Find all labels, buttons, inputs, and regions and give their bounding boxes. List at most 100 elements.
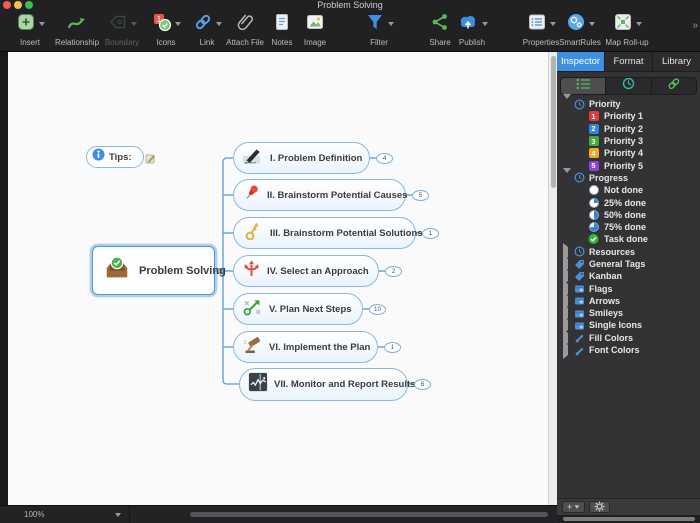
toolbar-relationship-button[interactable]: Relationship bbox=[42, 13, 112, 47]
toolbar-map-rollup-button[interactable]: Map Roll-up bbox=[592, 13, 662, 47]
disclosure-triangle-icon[interactable] bbox=[563, 94, 571, 110]
subtopic-monitor-report[interactable]: VII. Monitor and Report Results bbox=[239, 368, 415, 401]
task-done-icon bbox=[588, 233, 599, 245]
titlebar-toolbar: Problem Solving Insert Relationship Boun… bbox=[0, 0, 700, 52]
chevron-down-icon bbox=[574, 505, 580, 509]
segment-task-info[interactable] bbox=[606, 78, 652, 94]
note-pencil-icon[interactable] bbox=[145, 151, 156, 169]
tag-icon bbox=[574, 271, 585, 282]
disclosure-triangle-icon[interactable] bbox=[563, 341, 568, 360]
library-item-priority-5[interactable]: 5 Priority 5 bbox=[557, 159, 700, 171]
toolbar-link-button[interactable]: Link bbox=[172, 13, 242, 47]
paintbrush-icon bbox=[574, 345, 585, 356]
rollup-count-badge[interactable]: 10 bbox=[369, 303, 386, 315]
chevron-down-icon bbox=[635, 22, 642, 26]
box-icon bbox=[574, 320, 585, 331]
toolbar-share-button[interactable]: Share bbox=[405, 13, 475, 47]
topic-label: VI. Implement the Plan bbox=[269, 341, 371, 353]
panel-footer: + bbox=[557, 498, 700, 515]
topic-label: II. Brainstorm Potential Causes bbox=[267, 189, 408, 201]
central-topic[interactable]: Problem Solving bbox=[92, 246, 226, 295]
panel-horizontal-scrollbar[interactable] bbox=[557, 515, 700, 523]
tree-group-progress[interactable]: Progress bbox=[557, 167, 700, 184]
tree-group-kanban[interactable]: Kanban bbox=[557, 267, 700, 286]
close-button[interactable] bbox=[3, 1, 11, 9]
toolbar-image-button[interactable]: Image bbox=[280, 13, 350, 47]
floating-topic-tips[interactable]: Tips: bbox=[86, 146, 144, 168]
tree-group-font-colors[interactable]: Font Colors bbox=[557, 341, 700, 360]
toolbar-smartrules-button[interactable]: SmartRules bbox=[545, 13, 615, 47]
canvas-horizontal-scrollbar-thumb[interactable] bbox=[190, 512, 548, 517]
tag-icon bbox=[574, 259, 585, 270]
tree-group-fill-colors[interactable]: Fill Colors bbox=[557, 328, 700, 347]
map-canvas[interactable]: Tips: Problem Solving I. Problem Definit… bbox=[8, 52, 548, 505]
disclosure-triangle-icon[interactable] bbox=[563, 167, 571, 183]
library-item-priority-2[interactable]: 2 Priority 2 bbox=[557, 123, 700, 135]
rollup-count-badge[interactable]: 5 bbox=[412, 189, 429, 201]
clock-icon bbox=[574, 99, 585, 110]
tab-inspector[interactable]: Inspector bbox=[557, 52, 605, 71]
toolbar-attach-file-button[interactable]: Attach File bbox=[210, 13, 280, 47]
library-item-priority-4[interactable]: 4 Priority 4 bbox=[557, 147, 700, 159]
tab-format[interactable]: Format bbox=[605, 52, 653, 71]
canvas-vertical-scrollbar[interactable] bbox=[548, 52, 557, 505]
subtopic-implement-plan[interactable]: VI. Implement the Plan bbox=[233, 331, 378, 363]
clock-icon bbox=[574, 172, 585, 183]
library-item-25-done[interactable]: 25% done bbox=[557, 196, 700, 208]
zoom-window-button[interactable] bbox=[25, 1, 33, 9]
tree-group-resources[interactable]: Resources bbox=[557, 242, 700, 261]
tree-group-priority[interactable]: Priority bbox=[557, 94, 700, 110]
scrollbar-thumb[interactable] bbox=[550, 56, 556, 188]
chevron-down-icon bbox=[115, 512, 121, 517]
growth-arrow-icon bbox=[242, 298, 263, 321]
relationship-icon bbox=[66, 12, 88, 37]
rollup-count-badge[interactable]: 4 bbox=[376, 152, 393, 164]
segment-markers[interactable] bbox=[561, 78, 607, 94]
toolbar-icons-button[interactable]: 1 Icons bbox=[131, 13, 201, 47]
tree-group-general-tags[interactable]: General Tags bbox=[557, 255, 700, 273]
toolbar-filter-button[interactable]: Filter bbox=[344, 13, 414, 47]
toolbar-notes-button[interactable]: Notes bbox=[247, 13, 317, 47]
toolbar-properties-button[interactable]: Properties bbox=[506, 13, 576, 47]
zoom-level-dropdown[interactable]: 100% bbox=[0, 506, 130, 523]
subtopic-select-approach[interactable]: IV. Select an Approach bbox=[233, 255, 379, 287]
chevron-down-icon bbox=[387, 22, 394, 26]
scrollbar-thumb[interactable] bbox=[563, 516, 695, 521]
library-item-not-done[interactable]: Not done bbox=[557, 184, 700, 196]
library-item-priority-1[interactable]: 1 Priority 1 bbox=[557, 110, 700, 122]
subtopic-brainstorm-solutions[interactable]: III. Brainstorm Potential Solutions bbox=[233, 217, 423, 249]
priority-2-icon: 2 bbox=[588, 123, 599, 134]
monitor-chart-icon bbox=[248, 372, 268, 397]
key-icon bbox=[242, 222, 264, 245]
subtopic-plan-next-steps[interactable]: V. Plan Next Steps bbox=[233, 293, 363, 325]
box-icon bbox=[574, 295, 585, 306]
library-item-priority-3[interactable]: 3 Priority 3 bbox=[557, 135, 700, 147]
tree-group-smileys[interactable]: Smileys bbox=[557, 304, 700, 323]
subtopic-brainstorm-causes[interactable]: II. Brainstorm Potential Causes bbox=[233, 179, 408, 211]
rollup-count-badge[interactable]: 1 bbox=[384, 341, 401, 353]
progress-0-icon bbox=[588, 185, 599, 196]
tree-group-arrows[interactable]: Arrows bbox=[557, 291, 700, 310]
subtopic-problem-definition[interactable]: I. Problem Definition bbox=[233, 142, 370, 174]
library-item-75-done[interactable]: 75% done bbox=[557, 221, 700, 233]
tree-group-single-icons[interactable]: Single Icons bbox=[557, 316, 700, 335]
add-icon-set-button[interactable]: + bbox=[562, 501, 586, 513]
settings-button[interactable] bbox=[589, 500, 611, 514]
boundary-icon bbox=[108, 12, 128, 37]
toolbar-insert-button[interactable]: Insert bbox=[0, 13, 65, 47]
rollup-count-badge[interactable]: 6 bbox=[414, 378, 431, 390]
library-item-task-done[interactable]: Task done bbox=[557, 233, 700, 245]
topic-label: Problem Solving bbox=[139, 264, 226, 277]
tree-group-flags[interactable]: Flags bbox=[557, 279, 700, 298]
library-item-50-done[interactable]: 50% done bbox=[557, 209, 700, 221]
chevron-down-icon bbox=[588, 22, 595, 26]
rollup-count-badge[interactable]: 1 bbox=[422, 227, 439, 239]
toolbar-publish-button[interactable]: Publish bbox=[437, 13, 507, 47]
topic-label: Tips: bbox=[109, 151, 132, 163]
rollup-count-badge[interactable]: 2 bbox=[385, 265, 402, 277]
toolbar-overflow-indicator[interactable]: » bbox=[692, 20, 698, 31]
tab-library[interactable]: Library bbox=[661, 56, 692, 67]
segment-links[interactable] bbox=[652, 78, 696, 94]
gear-icon bbox=[594, 500, 605, 514]
minimize-button[interactable] bbox=[14, 1, 22, 9]
